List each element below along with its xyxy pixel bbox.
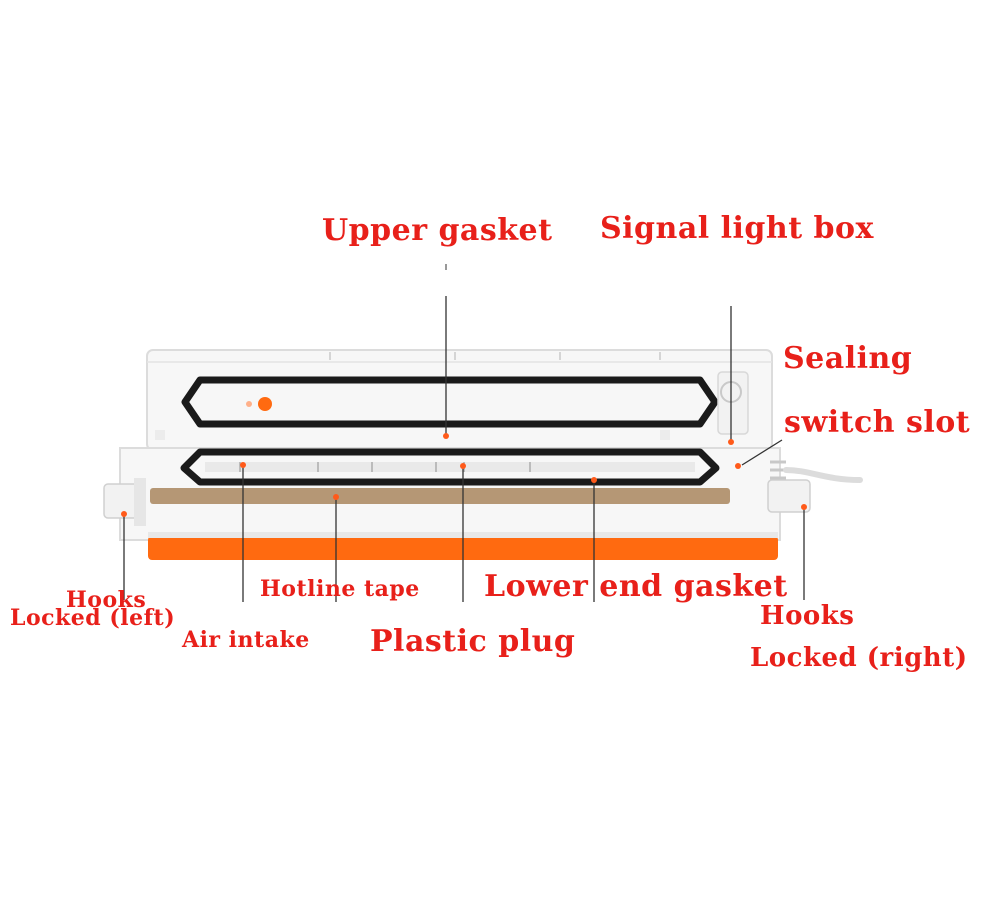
hook-left-shape (103, 478, 146, 526)
label-signal-light-box: Signal light box (600, 211, 874, 246)
label-switch-slot: switch slot (784, 405, 971, 440)
label-sealing: Sealing (783, 341, 913, 376)
label-upper-gasket: Upper gasket (322, 213, 553, 248)
label-air-intake: Air intake (182, 627, 310, 653)
label-lower-end-gasket: Lower end gasket (484, 569, 788, 604)
orange-knob (258, 397, 272, 411)
label-locked-right: Locked (right) (750, 643, 968, 673)
label-hooks-right: Hooks (760, 601, 855, 631)
signal-light-box (717, 371, 749, 435)
label-plastic-plug: Plastic plug (370, 624, 576, 659)
upper-lid (146, 349, 773, 451)
label-hooks-left: Hooks (66, 587, 147, 613)
label-hotline-tape: Hotline tape (260, 576, 420, 602)
power-cable (783, 467, 863, 483)
label-locked-left: Locked (left) (10, 605, 176, 631)
hotline-tape-shape (150, 488, 730, 504)
hook-right-shape (767, 460, 811, 513)
lower-gasket-shape (180, 448, 720, 486)
marker-dots (121, 433, 807, 517)
leader-lines (123, 296, 805, 602)
upper-gasket-shape (181, 376, 719, 428)
